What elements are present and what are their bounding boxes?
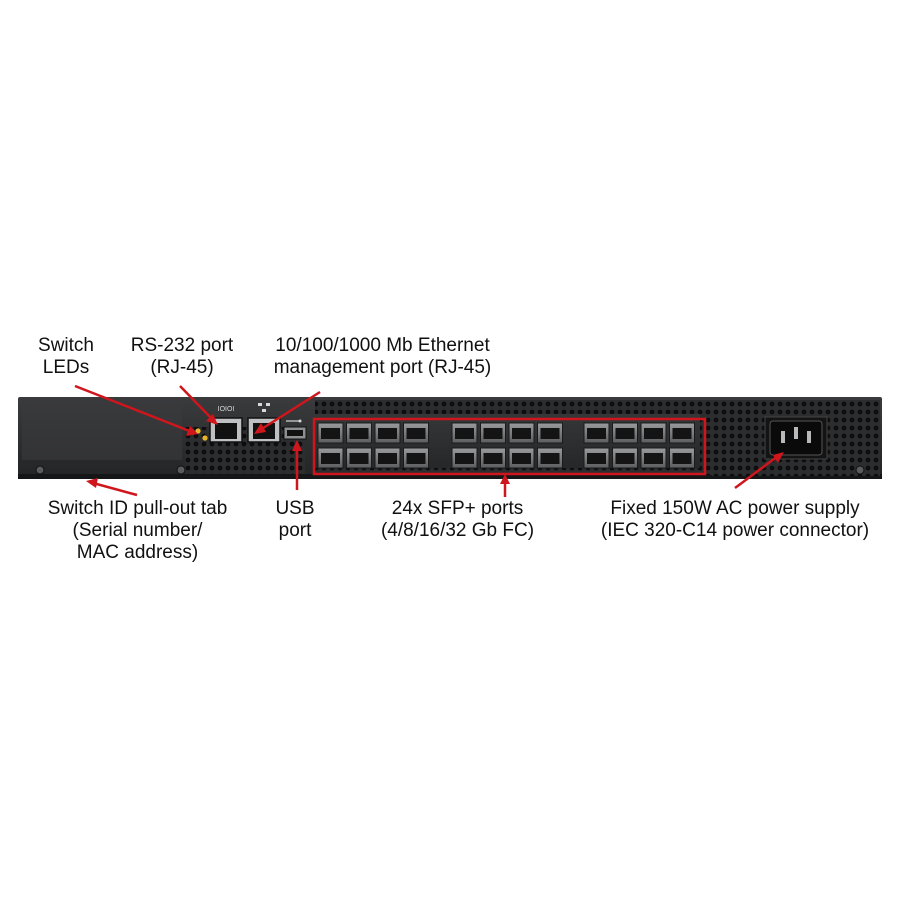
sfp-port-opening-6 — [378, 453, 397, 464]
label-sfp-line2: (4/8/16/32 Gb FC) — [380, 520, 535, 541]
label-rs232: RS-232 port (RJ-45) — [117, 335, 247, 379]
sfp-port-opening-18 — [587, 453, 606, 464]
rs232-port-opening — [215, 423, 237, 439]
switch-id-tab — [22, 400, 182, 460]
label-ethernet-line2: management port (RJ-45) — [273, 357, 492, 378]
label-ethernet-line1: 10/100/1000 Mb Ethernet — [275, 335, 490, 356]
sfp-port-opening-16 — [540, 453, 560, 464]
sfp-port-grid — [317, 422, 695, 469]
sfp-port-opening-17 — [587, 428, 606, 439]
vent-mid — [700, 414, 714, 470]
sfp-port-opening-21 — [644, 428, 663, 439]
label-usb-line2: port — [278, 520, 312, 541]
label-switch-leds-line1: Switch — [38, 335, 94, 356]
sfp-port-opening-4 — [349, 453, 369, 464]
sfp-port-opening-22 — [644, 453, 663, 464]
sfp-port-opening-15 — [540, 428, 560, 439]
arrow-switch-leds — [74, 384, 198, 436]
arrow-sfp — [500, 474, 510, 497]
sfp-port-opening-23 — [672, 428, 692, 439]
sfp-port-opening-12 — [483, 453, 503, 464]
sfp-port-opening-9 — [455, 428, 474, 439]
label-switch-leds-line2: LEDs — [42, 357, 90, 378]
usb-icon — [286, 419, 302, 423]
callout-arrows — [74, 384, 784, 497]
screw-mid — [176, 465, 186, 475]
label-power-line1: Fixed 150W AC power supply — [610, 498, 860, 519]
label-sfp: 24x SFP+ ports (4/8/16/32 Gb FC) — [365, 498, 550, 542]
label-rs232-line1: RS-232 port — [130, 335, 234, 356]
chassis-bottom-edge — [18, 474, 882, 479]
led-1 — [195, 428, 201, 434]
screw-right — [855, 465, 865, 475]
sfp-port-opening-3 — [349, 428, 369, 439]
sfp-port-opening-7 — [406, 428, 426, 439]
sfp-port-opening-1 — [321, 428, 340, 439]
arrow-ethernet — [254, 390, 321, 434]
led-2 — [202, 435, 208, 441]
label-switch-id: Switch ID pull-out tab (Serial number/ M… — [30, 498, 245, 564]
sfp-port-opening-2 — [321, 453, 340, 464]
sfp-port-opening-14 — [512, 453, 531, 464]
network-icon — [258, 403, 270, 412]
label-sfp-line1: 24x SFP+ ports — [391, 498, 524, 519]
sfp-port-opening-8 — [406, 453, 426, 464]
power-pin-right — [807, 431, 811, 443]
sfp-port-opening-10 — [455, 453, 474, 464]
label-switch-id-line2: (Serial number/ — [72, 520, 203, 541]
power-pin-center — [794, 427, 798, 439]
usb-port-opening — [287, 430, 303, 436]
arrow-switch-id — [86, 478, 138, 497]
arrow-usb — [292, 440, 302, 490]
arrow-rs232 — [179, 385, 218, 425]
label-switch-leds: Switch LEDs — [27, 335, 105, 379]
label-switch-id-line3: MAC address) — [76, 542, 199, 563]
label-power-line2: (IEC 320-C14 power connector) — [600, 520, 870, 541]
sfp-port-opening-24 — [672, 453, 692, 464]
vent-top — [315, 400, 735, 414]
arrow-power — [734, 452, 784, 490]
sfp-highlight-box — [312, 417, 707, 476]
serial-port-icon: IOIOI — [218, 406, 235, 413]
vent-bottom — [315, 468, 735, 475]
sfp-port-opening-20 — [615, 453, 635, 464]
label-rs232-line2: (RJ-45) — [150, 357, 214, 378]
label-power: Fixed 150W AC power supply (IEC 320-C14 … — [585, 498, 885, 542]
label-ethernet: 10/100/1000 Mb Ethernet management port … — [255, 335, 510, 379]
label-usb-line1: USB — [275, 498, 315, 519]
sfp-port-opening-19 — [615, 428, 635, 439]
sfp-port-opening-13 — [512, 428, 531, 439]
sfp-port-opening-5 — [378, 428, 397, 439]
label-usb: USB port — [262, 498, 328, 542]
sfp-port-opening-11 — [483, 428, 503, 439]
label-switch-id-line1: Switch ID pull-out tab — [47, 498, 228, 519]
power-pin-left — [781, 431, 785, 443]
screw-left — [35, 465, 45, 475]
